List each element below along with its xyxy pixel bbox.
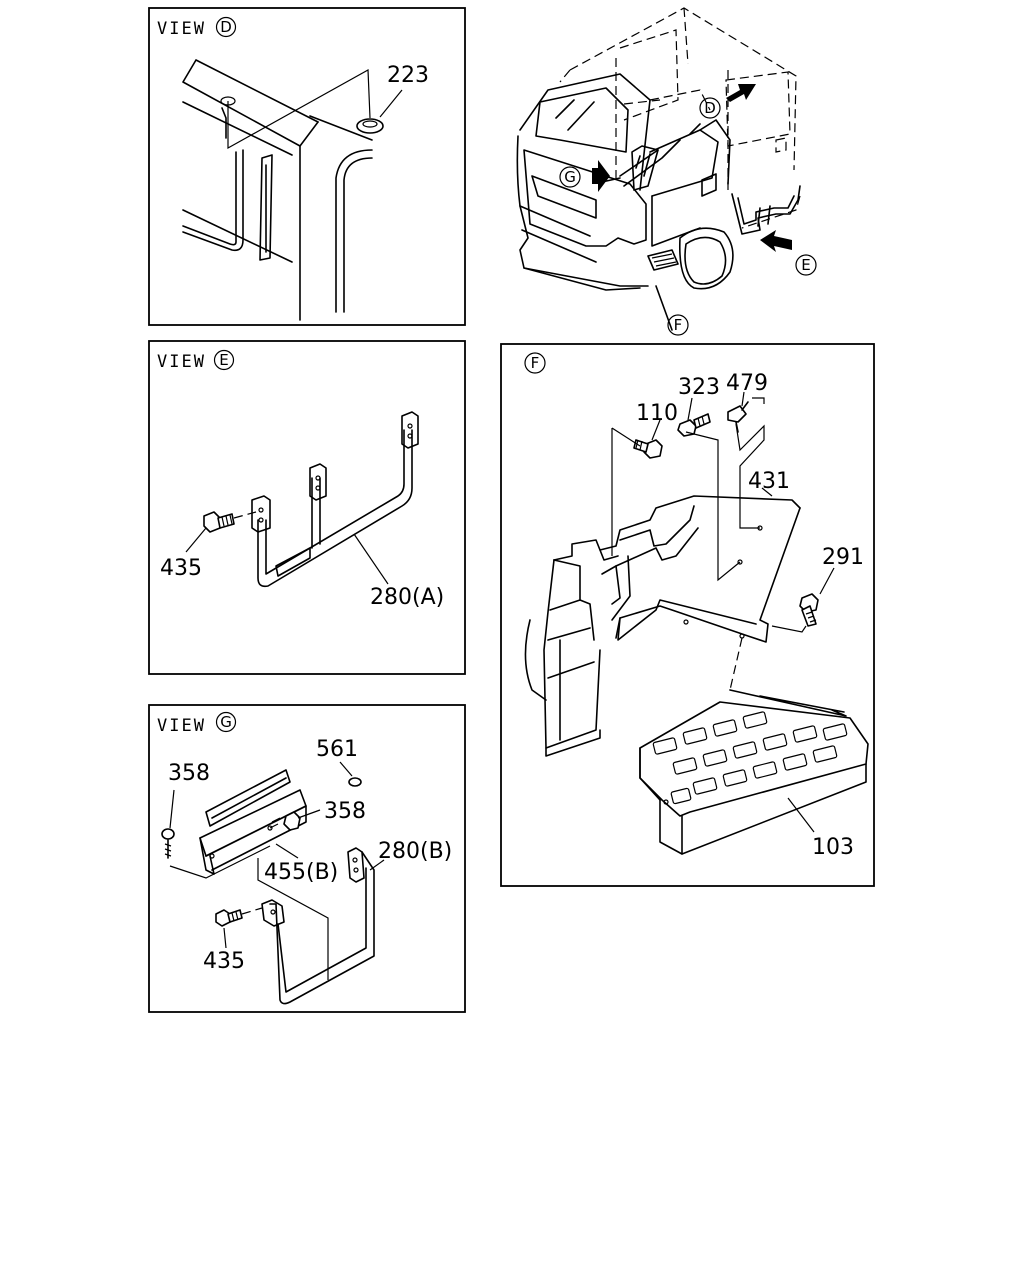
part-number-479: 479 xyxy=(726,371,768,396)
view-d-word: VIEW xyxy=(157,19,206,39)
arrow-d-icon xyxy=(726,84,756,102)
panel-detail-f: F xyxy=(500,343,875,887)
overview-callout-g: G xyxy=(564,168,576,186)
screw-358-right-icon xyxy=(269,811,301,831)
overview-callout-e: E xyxy=(801,256,810,274)
view-g-letter: G xyxy=(220,713,232,731)
detail-f-drawing xyxy=(524,391,869,855)
bolt-435-icon xyxy=(203,511,235,533)
part-number-435-view-e: 435 xyxy=(160,556,202,581)
arrow-g-icon xyxy=(592,160,610,192)
overview-callout-g-circle xyxy=(559,166,581,188)
part-number-110: 110 xyxy=(636,401,678,426)
view-e-letter: E xyxy=(219,351,228,369)
panel-view-g: VIEW G xyxy=(148,704,466,1013)
view-e-word: VIEW xyxy=(157,352,206,372)
part-number-435-view-g: 435 xyxy=(203,949,245,974)
clip-479-icon xyxy=(727,401,749,433)
view-g-callout-circle xyxy=(215,711,237,733)
overview-callout-d: D xyxy=(704,99,716,117)
view-e-drawing xyxy=(185,411,419,588)
view-g-word: VIEW xyxy=(157,716,206,736)
part-number-358-left: 358 xyxy=(168,761,210,786)
part-number-280b: 280(B) xyxy=(378,839,452,864)
part-number-103: 103 xyxy=(812,835,854,860)
panel-view-d: VIEW D 223 xyxy=(148,7,466,326)
overview-callout-e-circle xyxy=(795,254,817,276)
overview-callout-f: F xyxy=(674,316,683,334)
view-e-callout-circle xyxy=(213,349,235,371)
plug-561-icon xyxy=(348,777,362,787)
detail-f-callout-circle xyxy=(524,352,546,374)
part-number-291: 291 xyxy=(822,545,864,570)
bolt-291-icon xyxy=(799,593,819,627)
part-number-561: 561 xyxy=(316,737,358,762)
part-number-280a: 280(A) xyxy=(370,585,444,610)
view-d-callout-circle xyxy=(215,16,237,38)
part-number-223: 223 xyxy=(387,63,429,88)
part-number-431: 431 xyxy=(748,469,790,494)
screw-358-left-icon xyxy=(161,828,175,859)
view-d-drawing xyxy=(182,59,403,321)
overview-callout-f-circle xyxy=(667,314,689,336)
part-number-455b: 455(B) xyxy=(264,860,338,885)
part-number-358-right: 358 xyxy=(324,799,366,824)
bolt-435-view-g-icon xyxy=(215,909,243,927)
step-grid xyxy=(652,711,848,805)
detail-f-letter: F xyxy=(531,354,540,372)
overview-callout-d-circle xyxy=(699,97,721,119)
view-g-drawing xyxy=(161,761,385,1005)
panel-view-e: VIEW E 435 280(A) xyxy=(148,340,466,675)
arrow-e-icon xyxy=(760,230,792,252)
view-d-letter: D xyxy=(220,18,232,36)
truck-cab-overview: D G E F xyxy=(516,7,817,336)
part-number-323: 323 xyxy=(678,375,720,400)
